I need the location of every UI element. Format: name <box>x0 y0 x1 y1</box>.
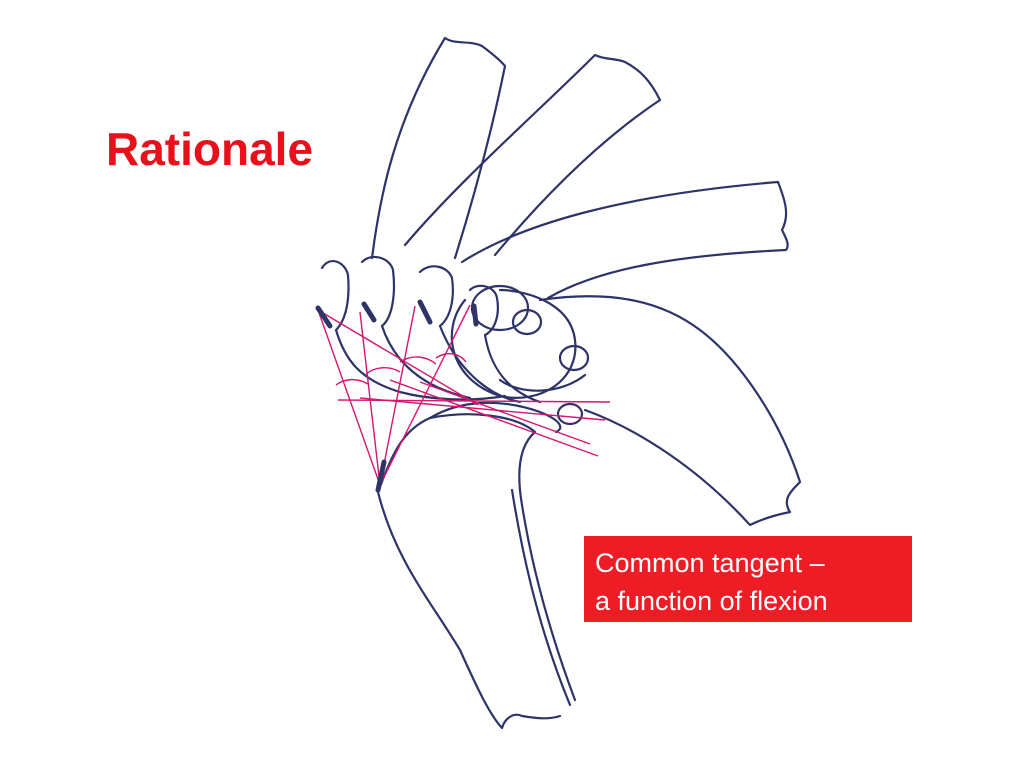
callout-box: Common tangent – a function of flexion <box>584 536 912 622</box>
attachment-mark-5 <box>375 459 387 493</box>
condyle-4 <box>556 402 584 426</box>
slide-title: Rationale <box>106 123 314 175</box>
tangent-line-2 <box>317 309 479 406</box>
attachment-mark-2 <box>361 301 377 323</box>
condyle-3 <box>558 344 590 372</box>
callout-line-2: a function of flexion <box>595 586 828 616</box>
tangent-line-5 <box>379 304 471 486</box>
distal-bone-position-3 <box>418 180 789 404</box>
tangent-line-8 <box>389 379 599 457</box>
tangent-line-1 <box>317 309 381 486</box>
condyle-2 <box>511 308 543 336</box>
angle-arc-3 <box>399 356 437 365</box>
head-arc-2 <box>498 373 587 392</box>
tangent-line-9 <box>419 381 591 445</box>
distal-bone-position-1 <box>320 36 507 401</box>
callout-line-1: Common tangent – <box>595 548 825 578</box>
angle-arc-1 <box>335 378 369 386</box>
attachment-mark-3 <box>417 299 433 325</box>
joint-surface <box>428 401 562 434</box>
tangent-line-7 <box>359 397 606 421</box>
attachment-mark-4 <box>471 303 479 327</box>
distal-bone-position-2 <box>360 53 662 400</box>
head-arc-1 <box>450 288 577 399</box>
attachment-mark-1 <box>315 305 333 329</box>
angle-arc-4 <box>435 352 467 363</box>
proximal-bone-inner-line <box>510 488 572 707</box>
proximal-bone-outline <box>376 413 577 730</box>
angle-arc-2 <box>365 367 401 375</box>
tangent-line-4 <box>379 305 416 486</box>
